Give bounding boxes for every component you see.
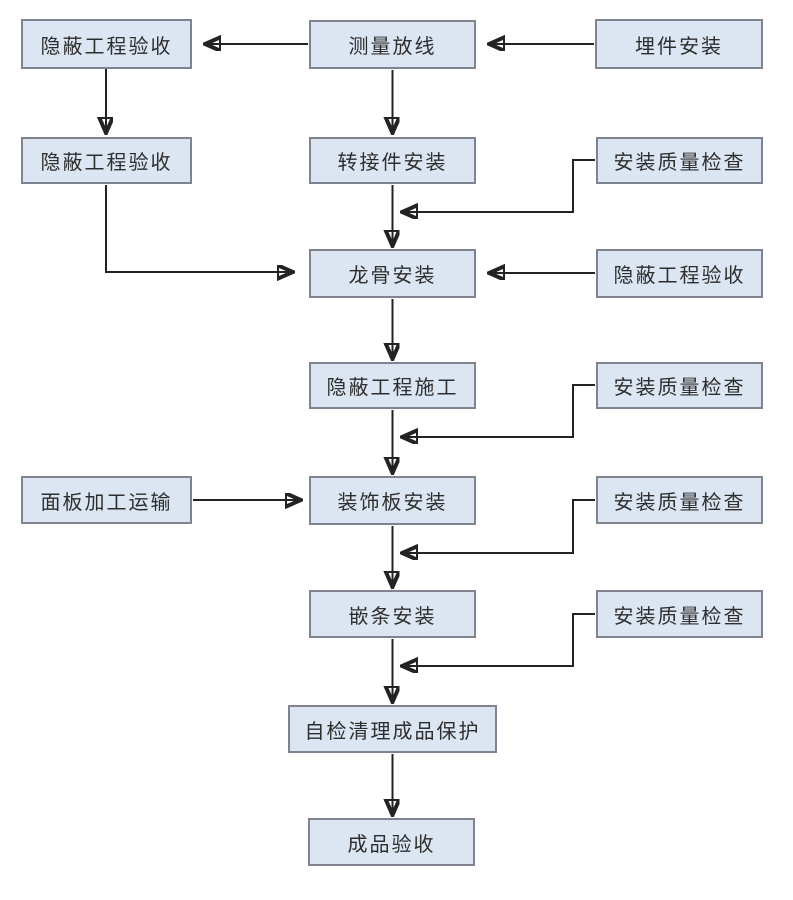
connector-qc1-to-keel-flow xyxy=(402,159,595,212)
node-quality-check-4: 安装质量检查 xyxy=(596,590,763,638)
node-final-acceptance: 成品验收 xyxy=(308,818,475,866)
node-decor-panel-install: 装饰板安装 xyxy=(309,476,476,525)
node-keel-install: 龙骨安装 xyxy=(309,249,476,298)
connector-qc3-to-strip-flow xyxy=(402,499,595,553)
node-embed-install: 埋件安装 xyxy=(595,19,763,69)
connector-qc2-to-decor-flow xyxy=(402,384,595,437)
node-concealed-acceptance-3: 隐蔽工程验收 xyxy=(596,249,763,298)
node-quality-check-2: 安装质量检查 xyxy=(596,362,763,409)
node-survey-layout: 测量放线 xyxy=(309,20,476,69)
node-concealed-acceptance-2: 隐蔽工程验收 xyxy=(21,137,192,184)
node-concealed-construction: 隐蔽工程施工 xyxy=(309,362,476,409)
node-concealed-acceptance-1: 隐蔽工程验收 xyxy=(21,19,192,69)
node-quality-check-3: 安装质量检查 xyxy=(596,476,763,524)
node-self-check-protect: 自检清理成品保护 xyxy=(288,705,497,753)
connector-qc4-to-selfcheck-flow xyxy=(402,613,595,666)
node-quality-check-1: 安装质量检查 xyxy=(596,137,763,184)
node-panel-processing: 面板加工运输 xyxy=(21,476,192,524)
connector-acceptance2-to-keel xyxy=(105,185,293,272)
node-adapter-install: 转接件安装 xyxy=(309,137,476,184)
node-strip-install: 嵌条安装 xyxy=(309,590,476,638)
